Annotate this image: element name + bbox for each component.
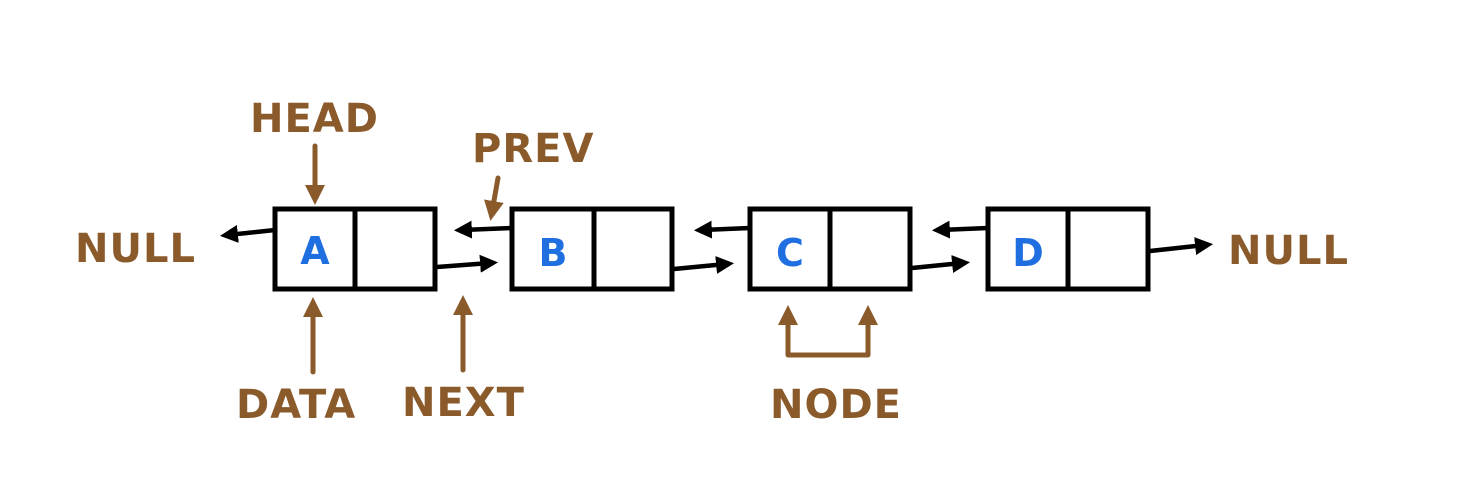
prev-label: PREV: [472, 126, 594, 172]
list-node-b: B: [509, 206, 675, 292]
next-arrow-b-to-c: [671, 255, 735, 274]
list-node-d: D: [985, 206, 1151, 292]
prev-arrow: [484, 175, 504, 221]
list-node-a: A: [272, 206, 438, 292]
node-b-pointer-cell: [591, 206, 675, 292]
node-a-data-value: A: [300, 229, 330, 273]
node-c-pointer-cell: [827, 206, 913, 292]
node-d-pointer-cell: [1065, 206, 1151, 292]
null-left-arrow: [219, 225, 278, 243]
node-bracket: [785, 315, 871, 358]
head-label: HEAD: [250, 96, 379, 142]
prev-arrow-b-to-a: [453, 220, 515, 239]
next-label: NEXT: [402, 380, 525, 426]
node-c-data-cell: [747, 206, 833, 292]
node-d-data-value: D: [1012, 231, 1044, 275]
prev-arrow-c-to-b: [693, 220, 753, 239]
prev-arrow-d-to-c: [931, 220, 991, 239]
null-right-label: NULL: [1228, 228, 1349, 274]
null-right-arrow: [1147, 237, 1214, 256]
node-a-pointer-cell: [352, 206, 438, 292]
null-left-label: NULL: [75, 226, 196, 272]
node-a-data-cell: [272, 206, 358, 292]
next-arrow-c-to-d: [909, 255, 971, 273]
next-arrow-a-to-b: [434, 254, 499, 273]
list-node-c: C: [747, 206, 913, 292]
node-c-data-value: C: [776, 231, 804, 275]
node-b-data-value: B: [539, 231, 568, 275]
data-label: DATA: [236, 382, 356, 428]
node-b-data-cell: [509, 206, 597, 292]
node-label: NODE: [770, 382, 902, 428]
